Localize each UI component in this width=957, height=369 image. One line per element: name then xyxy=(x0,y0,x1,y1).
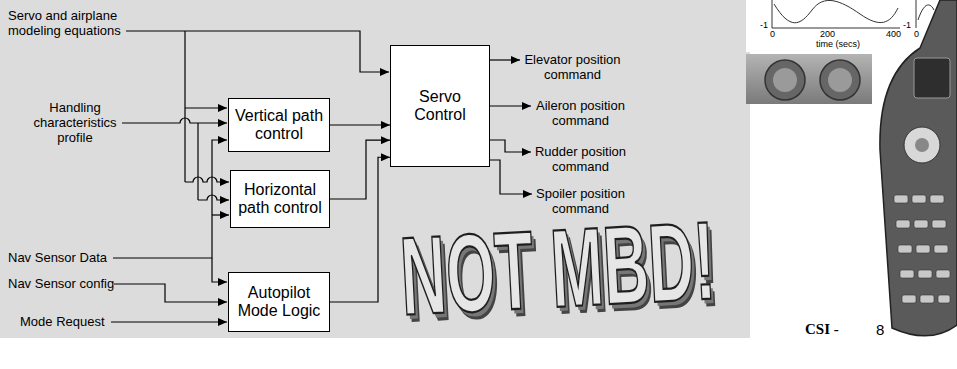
signal-wire xyxy=(111,321,227,322)
process-box: Autopilot Mode Logic xyxy=(228,272,330,332)
output-label: Elevator position command xyxy=(510,52,635,82)
axis-tick: 0 xyxy=(914,30,919,39)
remote-dpad xyxy=(904,127,940,163)
signal-wire xyxy=(490,105,531,106)
slide-panel xyxy=(0,0,750,338)
axis-tick: 200 xyxy=(820,30,835,39)
signal-wire xyxy=(490,160,532,194)
signal-connector xyxy=(330,140,390,199)
signal-wire xyxy=(212,258,227,282)
input-label: Handling characteristics profile xyxy=(20,100,130,145)
remote-photo xyxy=(880,0,957,336)
knob-photo xyxy=(746,54,872,104)
box-label: Vertical path control xyxy=(233,107,325,144)
signal-wire xyxy=(113,140,227,258)
signal-connector xyxy=(330,157,390,302)
chart-curve xyxy=(918,5,934,20)
input-label: Nav Sensor config xyxy=(8,276,126,291)
remote-buttons xyxy=(894,195,950,303)
input-label: Nav Sensor Data xyxy=(8,250,123,265)
input-label: Servo and airplane modeling equations xyxy=(8,8,143,38)
chart-axis xyxy=(916,0,917,28)
axis-tick: 0 xyxy=(770,30,775,39)
chart-axis xyxy=(772,0,900,28)
watermark: NOT MBD! xyxy=(398,206,718,333)
remote-screen xyxy=(914,58,950,98)
box-label: Autopilot Mode Logic xyxy=(233,284,325,321)
signal-wire xyxy=(212,214,229,215)
process-box: Horizontal path control xyxy=(230,170,330,228)
output-label: Aileron position command xyxy=(518,98,643,128)
signal-wire xyxy=(490,59,520,60)
signal-connector xyxy=(330,124,390,125)
process-box: Vertical path control xyxy=(228,98,330,152)
signal-wire xyxy=(184,31,185,182)
process-box: Servo Control xyxy=(390,45,490,167)
box-label: Servo Control xyxy=(395,88,485,125)
signal-wire xyxy=(126,31,389,72)
input-label: Mode Request xyxy=(20,314,112,329)
knob xyxy=(820,60,860,100)
signal-wire xyxy=(197,123,198,200)
axis-tick: 400 xyxy=(886,30,901,39)
axis-title: time (secs) xyxy=(816,40,860,49)
axis-tick: -1 xyxy=(903,21,911,30)
chart-curve xyxy=(774,0,898,22)
axis-tick: -1 xyxy=(760,21,768,30)
footer-text: CSI - xyxy=(805,322,839,337)
box-label: Horizontal path control xyxy=(235,181,325,218)
signal-wire xyxy=(198,195,229,200)
knob xyxy=(765,60,805,100)
signal-wire xyxy=(122,118,227,123)
page-number: 8 xyxy=(876,322,884,337)
signal-wire xyxy=(490,140,531,152)
knob xyxy=(828,68,852,92)
signal-wire xyxy=(185,177,229,182)
output-label: Rudder position command xyxy=(518,144,643,174)
remote-dpad xyxy=(915,138,929,152)
signal-wire xyxy=(114,284,227,302)
knob xyxy=(773,68,797,92)
signal-wire xyxy=(185,107,227,108)
